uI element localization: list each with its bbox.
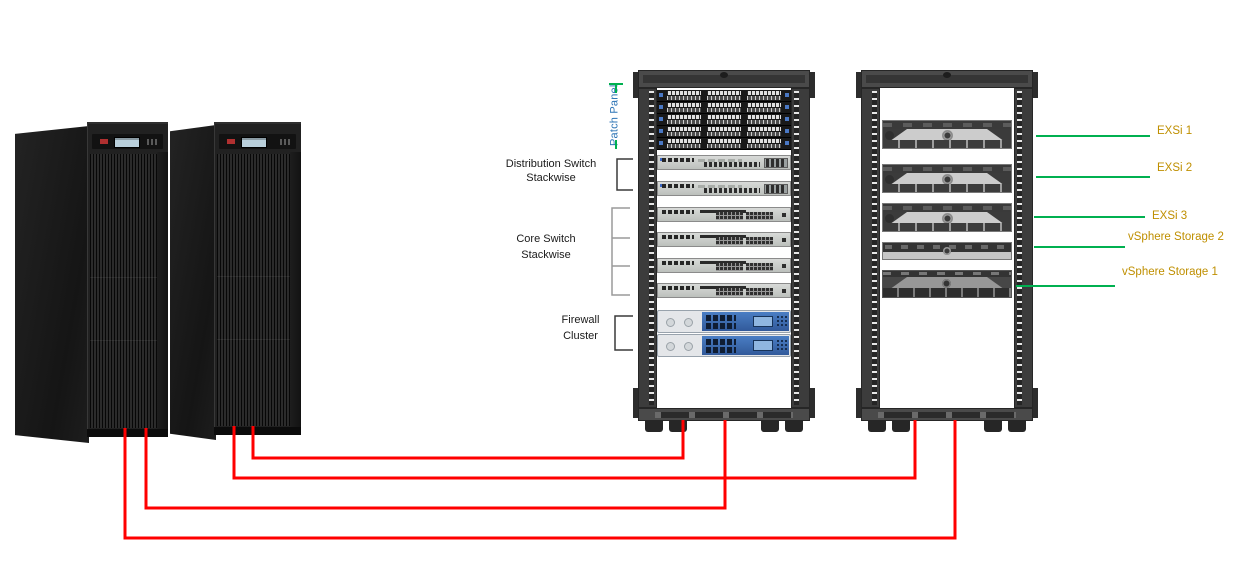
- patch-panel-2: [657, 102, 791, 114]
- ups1-side-panel: [15, 126, 89, 443]
- core-switch-1: [657, 207, 791, 222]
- ups1-buttons: [147, 139, 157, 145]
- rack2-interior: [880, 88, 1014, 408]
- ups-tower-1: [15, 122, 168, 443]
- esxi-server-1: [882, 120, 1012, 149]
- esxi-1-label: EXSi 1: [1157, 125, 1193, 137]
- bracket-distribution-switches: [616, 158, 633, 191]
- ups1-base: [87, 429, 168, 437]
- ups2-brand-logo: [227, 139, 235, 144]
- esxi-server-2: [882, 164, 1012, 193]
- firewall-appliance-1: [657, 310, 791, 333]
- ups2-base: [214, 427, 301, 435]
- ups2-lcd-display: [241, 137, 267, 148]
- ups1-control-panel: [92, 134, 163, 149]
- vsphere-storage-1-server: [882, 270, 1012, 298]
- distribution-switch-1: [657, 155, 791, 170]
- patch-panel-label: Patch Panel: [608, 84, 621, 146]
- ups1-brand-logo: [100, 139, 108, 144]
- rack2-top-bar: [861, 70, 1033, 88]
- rack2-left-post: [861, 88, 880, 408]
- rack1-bottom-bar: [638, 408, 810, 421]
- distribution-switch-2: [657, 181, 791, 196]
- rack1-left-post: [638, 88, 657, 408]
- network-rack: [633, 70, 815, 432]
- ups2-vent-grille: [217, 154, 290, 426]
- rack1-interior: [657, 88, 791, 408]
- patch-panel-4: [657, 126, 791, 138]
- ups1-lcd-display: [114, 137, 140, 148]
- ups2-control-panel: [219, 134, 296, 149]
- esxi-3-label: EXSi 3: [1152, 210, 1188, 222]
- patch-panel-3: [657, 114, 791, 126]
- vsphere-storage-1-label: vSphere Storage 1: [1122, 266, 1218, 278]
- rack2-right-post: [1014, 88, 1033, 408]
- bracket-core-switches: [611, 207, 630, 296]
- esxi-server-3: [882, 203, 1012, 232]
- rack1-right-post: [791, 88, 810, 408]
- ups1-vent-grille: [90, 154, 157, 428]
- patch-panel-5: [657, 138, 791, 150]
- ups2-door-edge: [290, 152, 301, 427]
- server-rack: [856, 70, 1038, 432]
- core-switch-label: Core Switch Stackwise: [516, 233, 576, 261]
- vsphere-storage-2-server: [882, 242, 1012, 260]
- core-switch-4: [657, 283, 791, 298]
- ups2-side-panel: [170, 125, 216, 440]
- rack1-top-bar: [638, 70, 810, 88]
- ups2-front-panel: [214, 122, 301, 435]
- rack2-bottom-bar: [861, 408, 1033, 421]
- patch-panel-1: [657, 90, 791, 102]
- distribution-switch-label: Distribution Switch Stackwise: [505, 158, 597, 184]
- ups2-buttons: [280, 139, 290, 145]
- power-cable-ups2-to-rack1: [251, 420, 685, 460]
- core-switch-3: [657, 258, 791, 273]
- ups1-door-edge: [157, 152, 168, 429]
- firewall-appliance-2: [657, 334, 791, 357]
- firewall-cluster-label: Firewall Cluster: [561, 314, 600, 342]
- core-switch-2: [657, 232, 791, 247]
- esxi-2-label: EXSi 2: [1157, 162, 1193, 174]
- ups-tower-2: [170, 122, 301, 441]
- ups1-front-panel: [87, 122, 168, 437]
- vsphere-storage-2-label: vSphere Storage 2: [1128, 231, 1224, 243]
